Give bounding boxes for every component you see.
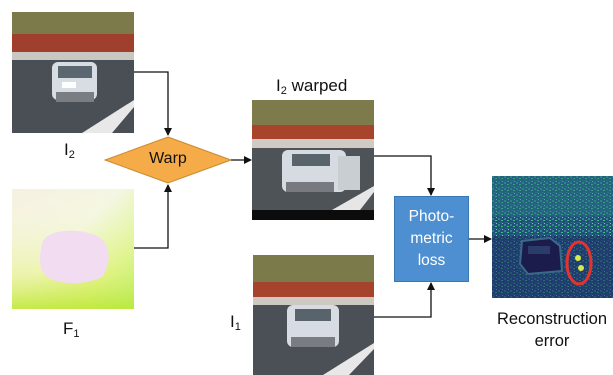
label-i2-warped-suffix: warped <box>286 76 348 95</box>
image-i2-warped <box>252 100 374 220</box>
photometric-loss-line2: metric <box>410 230 453 247</box>
label-i2-warped-main: I <box>276 76 281 95</box>
photometric-loss-box: Photo- metric loss <box>394 196 469 282</box>
warp-diamond <box>103 136 233 184</box>
label-i1: I1 <box>230 313 241 333</box>
image-i2 <box>12 12 134 133</box>
photometric-loss-line1: Photo- <box>408 208 455 225</box>
label-reconstruction-error-line2: error <box>534 332 570 350</box>
arrow-f1-to-warp <box>134 184 172 249</box>
label-i2-sub: 2 <box>68 149 75 161</box>
label-f1: F1 <box>63 320 80 340</box>
label-i2: I2 <box>64 141 75 161</box>
label-reconstruction-error-line1: Reconstruction <box>496 310 608 328</box>
arrow-i2-to-warp <box>134 71 172 136</box>
error-highlight-ellipse <box>565 240 593 286</box>
label-i2-main: I <box>64 140 69 159</box>
image-i1 <box>253 255 374 375</box>
label-f1-sub: 1 <box>73 328 80 340</box>
arrow-warped-to-loss <box>374 155 435 196</box>
arrow-i1-to-loss <box>374 282 435 318</box>
image-f1-flow <box>12 189 134 309</box>
label-reconstruction-error: Reconstruction error <box>490 308 613 352</box>
label-f1-main: F <box>63 319 74 338</box>
warp-label: Warp <box>149 150 187 167</box>
photometric-loss-line3: loss <box>417 252 446 269</box>
label-i1-sub: 1 <box>234 321 241 333</box>
image-reconstruction-error <box>492 176 613 298</box>
label-i2-warped-sub: 2 <box>280 85 287 97</box>
label-i1-main: I <box>230 312 235 331</box>
label-i2-warped: I2 warped <box>276 77 347 97</box>
